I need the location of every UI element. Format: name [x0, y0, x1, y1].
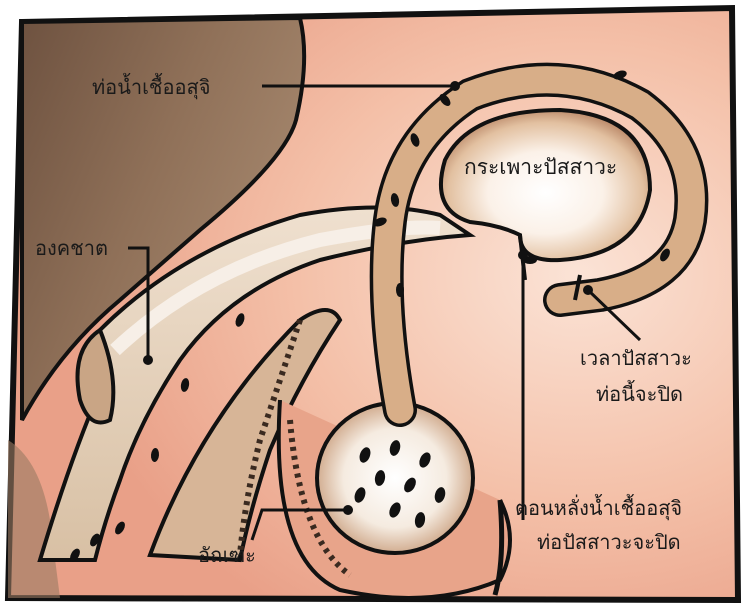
label-urination-line2: ท่อนี้จะปิด [596, 380, 683, 406]
label-ejaculation-line2: ท่อปัสสาวะจะปิด [537, 530, 681, 554]
label-vas-deferens: ท่อน้ำเชื้ออสุจิ [92, 73, 210, 100]
label-scrotum: อัณฑะ [198, 543, 256, 567]
label-urination-line1: เวลาปัสสาวะ [580, 346, 692, 370]
label-penis: องคชาต [35, 236, 108, 260]
label-bladder: กระเพาะปัสสาวะ [464, 155, 617, 179]
label-ejaculation-line1: ตอนหลั่งน้ำเชื้ออสุจิ [515, 494, 682, 521]
